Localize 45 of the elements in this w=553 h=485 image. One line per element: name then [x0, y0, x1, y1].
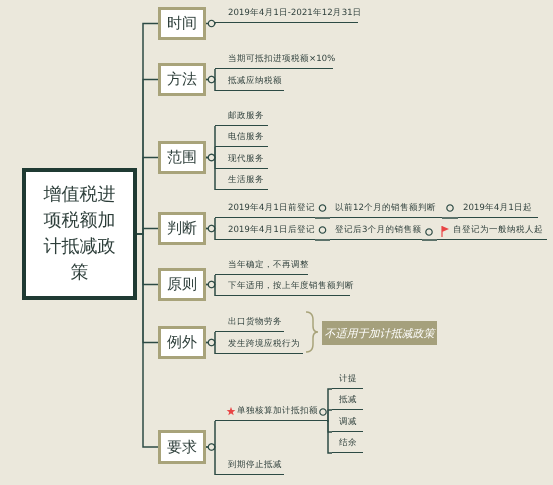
subtopic: 自登记为一般纳税人起	[437, 222, 547, 240]
topic-box: 要求	[158, 430, 206, 464]
subtopic: 以前12个月的销售额判断	[330, 200, 442, 218]
subtopic: 调减	[332, 414, 363, 432]
subtopic: 出口货物劳务	[215, 314, 284, 332]
connector-line	[326, 420, 332, 454]
connector-line	[206, 280, 216, 296]
connector-line	[206, 154, 216, 190]
subtopic: 到期停止抵减	[215, 457, 284, 475]
connector-line	[206, 443, 216, 475]
subtopic: 当期可抵扣进项税额×10%	[215, 51, 333, 69]
subtopic: 发生跨境应税行为	[215, 336, 303, 354]
topic-box: 时间	[158, 7, 206, 40]
connector-line	[315, 217, 330, 219]
topic-box: 范围	[158, 141, 206, 174]
subtopic: 2019年4月1日前登记	[215, 200, 315, 218]
subtopic: 邮政服务	[215, 108, 268, 126]
connector-line	[137, 233, 158, 448]
connector-line	[206, 76, 216, 91]
topic-box: 判断	[158, 212, 206, 245]
subtopic: 电信服务	[215, 129, 268, 147]
connector-line	[206, 224, 216, 240]
subtopic: 2019年4月1日后登记	[215, 222, 315, 240]
subtopic: 结余	[332, 435, 363, 453]
subtopic: 登记后3个月的销售额	[330, 222, 422, 240]
subtopic: 单独核算加计抵扣额	[215, 403, 327, 421]
connector-line	[206, 20, 216, 28]
connector-line	[422, 239, 437, 241]
summary-label: 不适用于加计抵减政策	[322, 321, 437, 345]
topic-box: 方法	[158, 63, 206, 96]
connector-line	[206, 338, 216, 354]
connector-line	[315, 239, 330, 241]
topic-box: 例外	[158, 326, 206, 359]
subtopic: 2019年4月1日起	[458, 200, 538, 218]
subtopic: 抵减应纳税额	[215, 73, 284, 91]
subtopic: 生活服务	[215, 172, 268, 190]
central-topic-box: 增值税进项税额加计抵减政策	[22, 168, 137, 300]
subtopic: 抵减	[332, 392, 363, 410]
subtopic: 现代服务	[215, 151, 268, 169]
connector-line	[442, 217, 458, 219]
subtopic: 当年确定，不再调整	[215, 257, 308, 275]
connector-line	[326, 409, 332, 422]
topic-box: 原则	[158, 268, 206, 301]
subtopic: 2019年4月1日-2021年12月31日	[215, 5, 358, 23]
subtopic: 计提	[332, 371, 363, 389]
